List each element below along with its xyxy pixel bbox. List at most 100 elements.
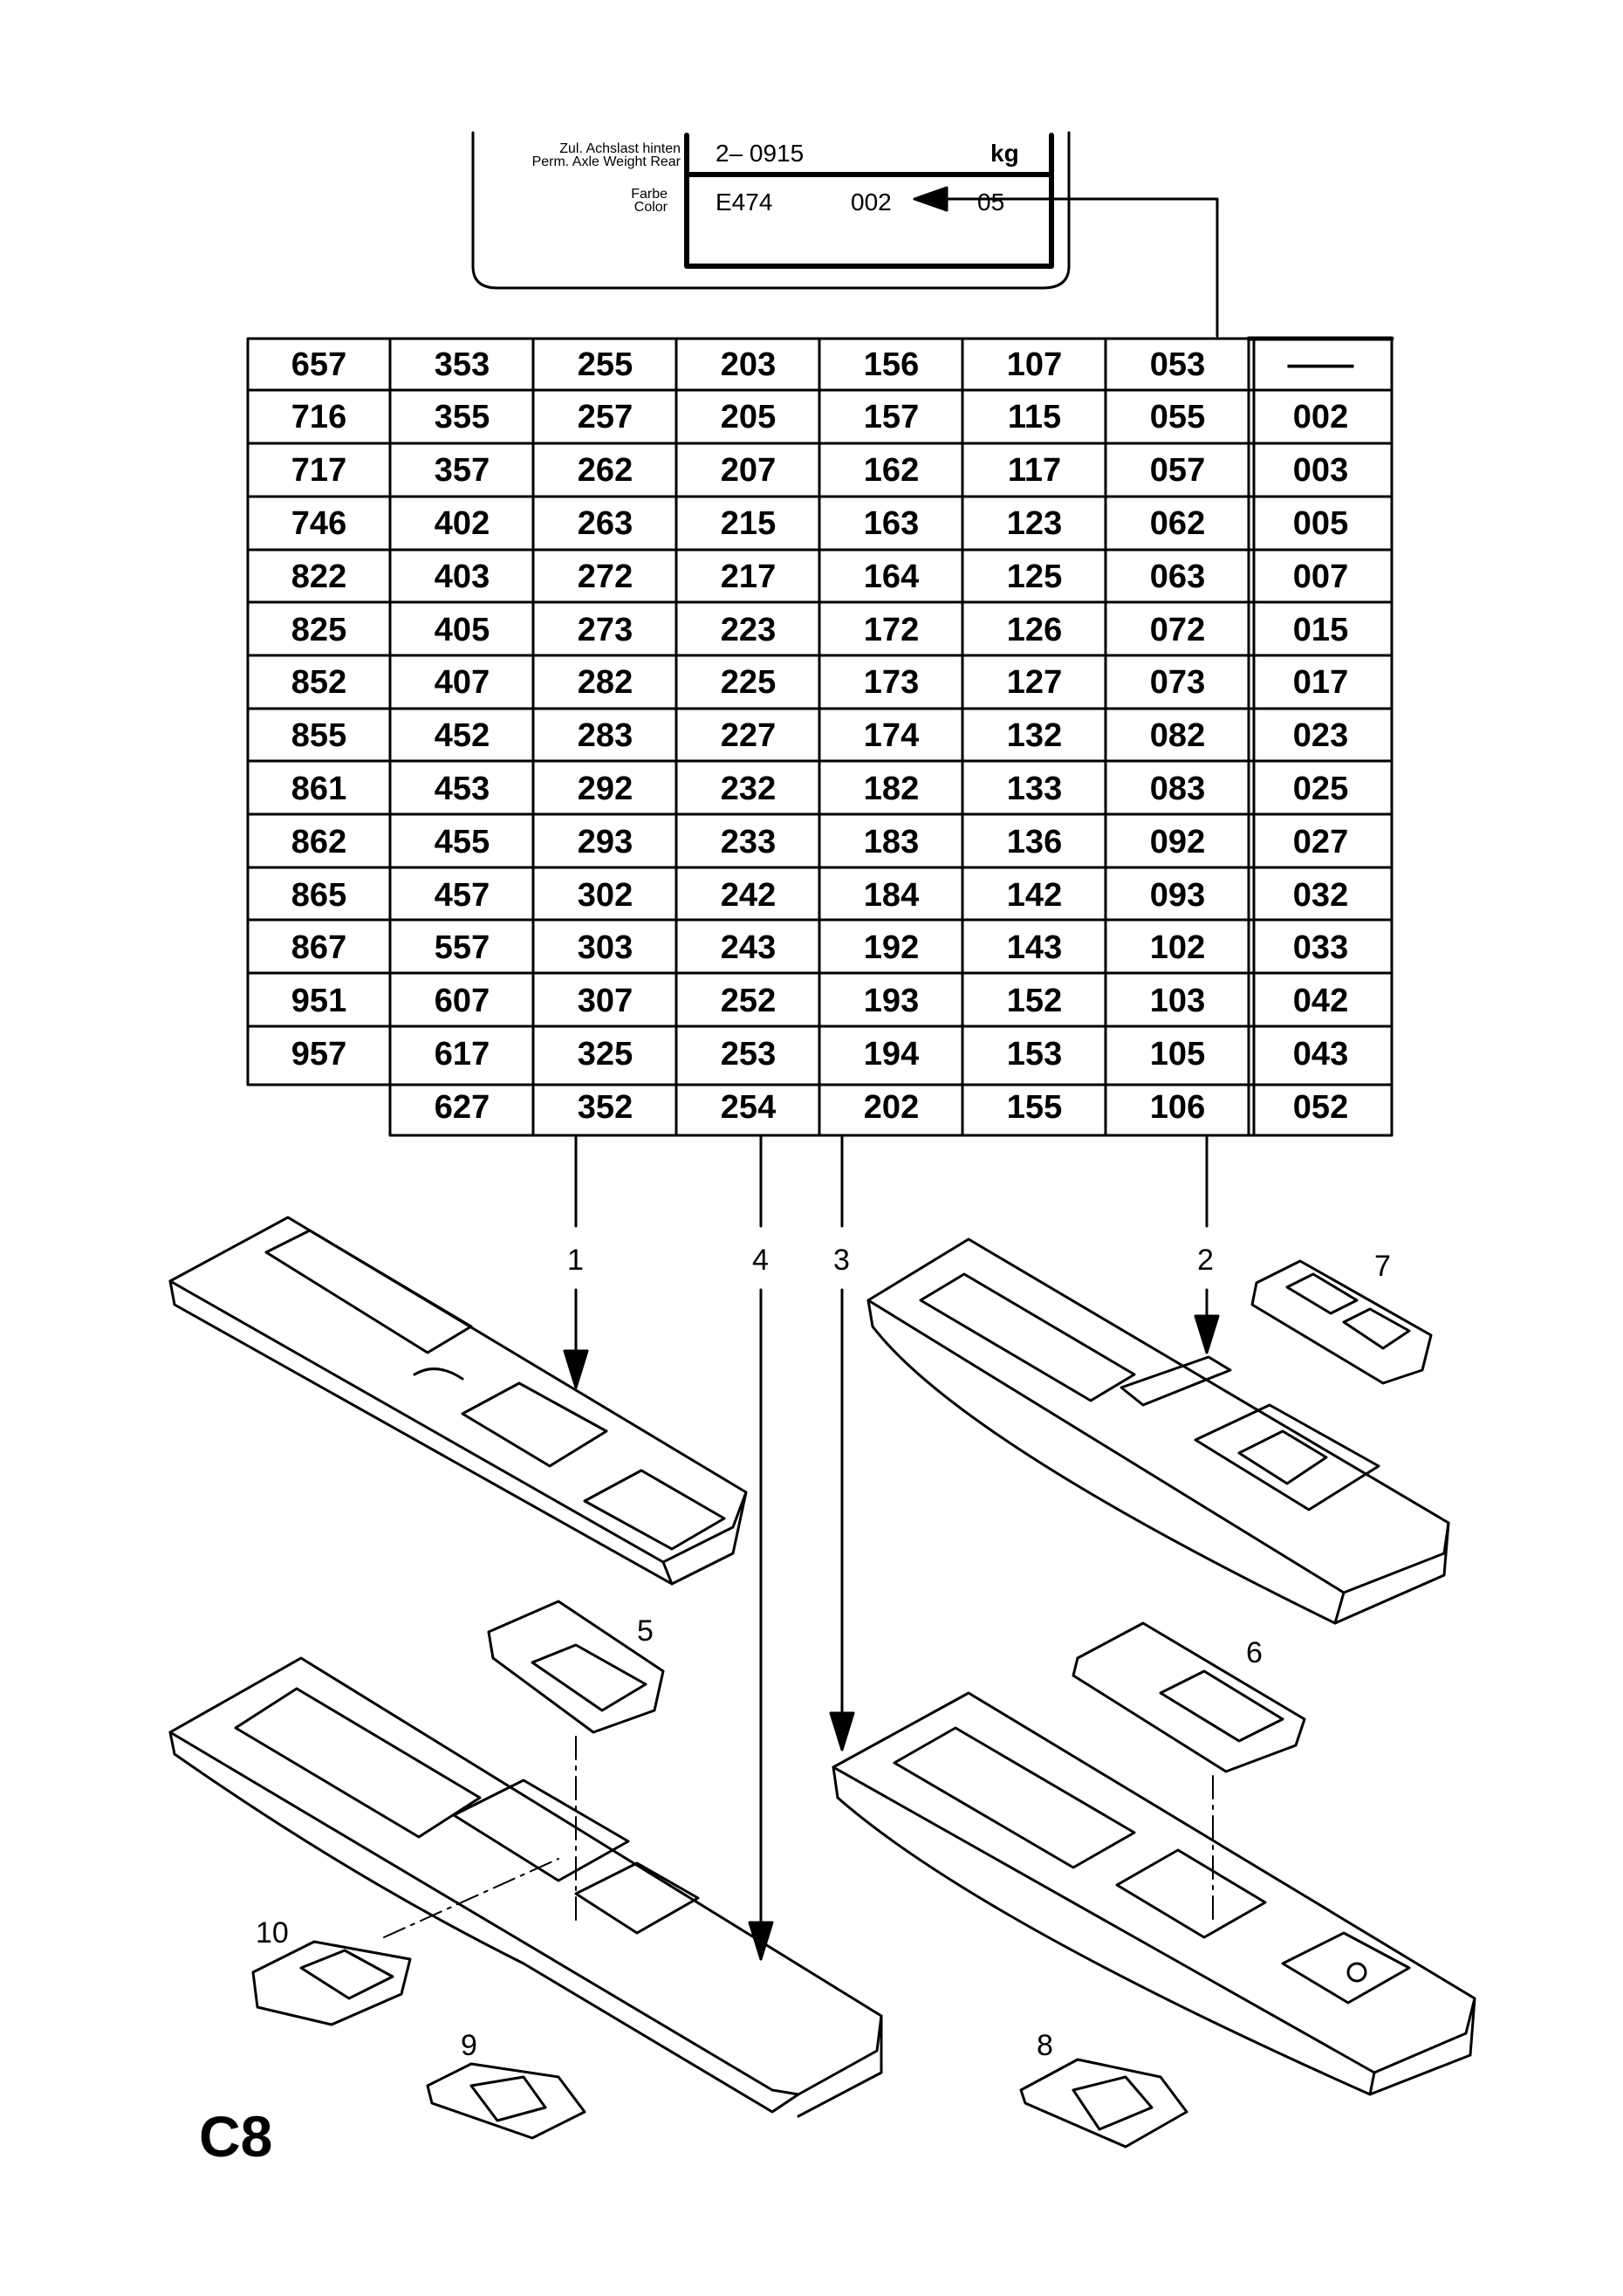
table-cell: 152 [1006, 983, 1063, 1020]
table-cell: 042 [1292, 983, 1349, 1020]
table-cell: 136 [1006, 823, 1063, 860]
tray-insert-part-6 [1072, 1621, 1306, 1921]
table-cell: 232 [720, 770, 777, 807]
table-cell: 253 [720, 1035, 777, 1073]
table-cell: 193 [863, 983, 920, 1020]
table-cell: 215 [720, 504, 777, 542]
callout-8: 8 [1037, 2029, 1053, 2062]
table-cell: 157 [863, 399, 920, 436]
table-cell: 153 [1006, 1035, 1063, 1073]
table-cell: 082 [1149, 717, 1206, 755]
table-cell: 017 [1292, 664, 1349, 702]
table-cell: 002 [1292, 399, 1349, 436]
table-cell: 263 [577, 504, 633, 542]
table-cell: 142 [1006, 876, 1063, 914]
table-cell: 052 [1292, 1088, 1349, 1126]
table-cell: 855 [291, 717, 347, 755]
table-cell: 355 [434, 399, 490, 436]
axle-label: Zul. Achslast hinten Perm. Axle Weight R… [489, 141, 681, 169]
table-cell: 025 [1292, 770, 1349, 807]
table-cell: 254 [720, 1088, 777, 1126]
table-cell: 063 [1149, 558, 1206, 595]
color-suffix: 05 [977, 188, 1005, 216]
table-cell: 033 [1292, 929, 1349, 967]
table-cell: 126 [1006, 611, 1063, 648]
callout-7: 7 [1374, 1250, 1391, 1283]
center-console-part-1 [168, 1216, 748, 1586]
table-cell: 717 [291, 452, 347, 490]
table-cell: 043 [1292, 1035, 1349, 1073]
table-cell: 243 [720, 929, 777, 967]
callout-1: 1 [567, 1244, 584, 1277]
table-cell: 127 [1006, 664, 1063, 702]
bezel-part-8 [1019, 2058, 1188, 2149]
axle-label-en: Perm. Axle Weight Rear [531, 154, 681, 169]
table-cell: 225 [720, 664, 777, 702]
switch-part-10 [251, 1858, 559, 2026]
arrowhead-icon [913, 186, 948, 212]
table-cell: 163 [863, 504, 920, 542]
table-cell: 716 [291, 399, 347, 436]
table-cell: 293 [577, 823, 633, 860]
table-cell: 303 [577, 929, 633, 967]
table-cell: 173 [863, 664, 920, 702]
callout-10: 10 [256, 1916, 289, 1950]
table-cell: 123 [1006, 504, 1063, 542]
table-cell: 007 [1292, 558, 1349, 595]
table-cell: 003 [1292, 452, 1349, 490]
table-cell: 202 [863, 1088, 920, 1126]
axle-unit: kg [990, 140, 1019, 167]
callout-5: 5 [637, 1614, 654, 1648]
table-cell: 103 [1149, 983, 1206, 1020]
table-cell: 302 [577, 876, 633, 914]
table-cell: 746 [291, 504, 347, 542]
table-cell: 156 [863, 346, 920, 383]
arrow-1-icon [563, 1349, 589, 1389]
table-cell: 093 [1149, 876, 1206, 914]
table-cell: 452 [434, 717, 490, 755]
center-console-part-2 [866, 1237, 1450, 1625]
table-cell: 072 [1149, 611, 1206, 648]
arrow-2-icon [1194, 1314, 1220, 1354]
table-cell: 607 [434, 983, 490, 1020]
table-cell: 825 [291, 611, 347, 648]
table-cell: 951 [291, 983, 347, 1020]
table-cell: 455 [434, 823, 490, 860]
table-cell: 852 [291, 664, 347, 702]
color-label-de: Farbe [631, 187, 668, 202]
table-cell: 032 [1292, 876, 1349, 914]
table-cell: 106 [1149, 1088, 1206, 1126]
table-cell: 307 [577, 983, 633, 1020]
table-cell: 557 [434, 929, 490, 967]
table-cell: 242 [720, 876, 777, 914]
table-cell: 282 [577, 664, 633, 702]
table-cell: 182 [863, 770, 920, 807]
table-cell: 073 [1149, 664, 1206, 702]
table-cell: 083 [1149, 770, 1206, 807]
table-cell: 352 [577, 1088, 633, 1126]
table-cell: 125 [1006, 558, 1063, 595]
table-cell: 162 [863, 452, 920, 490]
table-cell: 865 [291, 876, 347, 914]
table-cell: 107 [1006, 346, 1063, 383]
table-cell: 183 [863, 823, 920, 860]
table-cell: 272 [577, 558, 633, 595]
table-cell: 233 [720, 823, 777, 860]
vehicle-plate-illustration [471, 131, 1071, 290]
table-cell: 657 [291, 346, 347, 383]
table-cell: 257 [577, 399, 633, 436]
axle-label-de: Zul. Achslast hinten [559, 141, 681, 156]
table-cell: 227 [720, 717, 777, 755]
table-cell: 255 [577, 346, 633, 383]
table-cell: 402 [434, 504, 490, 542]
table-cell: 164 [863, 558, 920, 595]
table-cell: 184 [863, 876, 920, 914]
table-cell: 217 [720, 558, 777, 595]
table-cell: 205 [720, 399, 777, 436]
table-cell: 325 [577, 1035, 633, 1073]
bezel-part-7 [1250, 1259, 1433, 1385]
table-cell: 357 [434, 452, 490, 490]
axle-value: 2– 0915 [716, 140, 805, 167]
table-cell: 062 [1149, 504, 1206, 542]
